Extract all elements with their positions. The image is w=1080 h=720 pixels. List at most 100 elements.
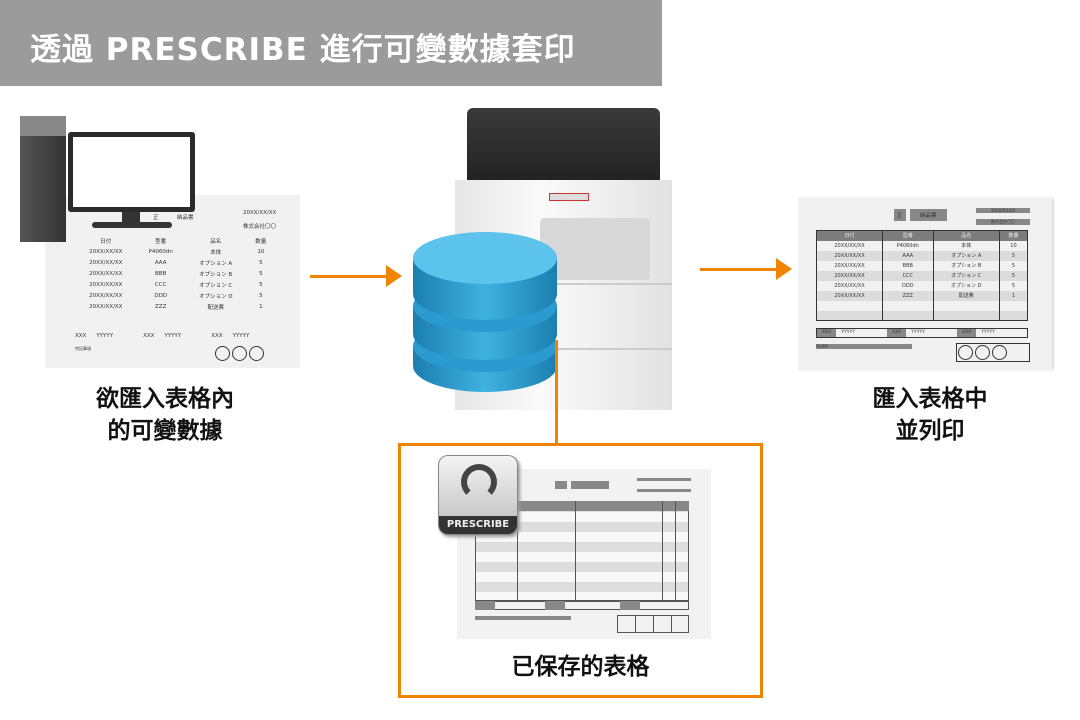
left-caption-line: 欲匯入表格內 bbox=[96, 386, 234, 412]
table-cell: AAA bbox=[154, 259, 167, 266]
table-cell: 20XX/XX/XX bbox=[89, 259, 123, 266]
table-cell: 20XX/XX/XX bbox=[816, 250, 883, 261]
table-cell: 配送費 bbox=[207, 304, 224, 311]
empty-row bbox=[816, 310, 1028, 321]
right-caption-line: 並列印 bbox=[895, 418, 965, 444]
table-cell: オプション B bbox=[932, 260, 1000, 271]
table-cell: 20XX/XX/XX bbox=[816, 280, 883, 291]
table-cell: 5 bbox=[259, 270, 263, 277]
table-cell: 5 bbox=[259, 281, 263, 288]
table-cell: ZZZ bbox=[881, 290, 934, 301]
footer-value: YYYYY bbox=[841, 330, 855, 335]
table-cell: 5 bbox=[998, 270, 1028, 281]
column-header: 型番 bbox=[881, 230, 934, 241]
table-cell: 5 bbox=[998, 260, 1028, 271]
note: 特記事項 bbox=[75, 346, 91, 351]
footer-label: XXX bbox=[143, 333, 155, 339]
table-cell: 配送費 bbox=[932, 290, 1000, 301]
arrow-right-icon bbox=[700, 258, 792, 280]
arrow-right-icon bbox=[310, 265, 402, 287]
right-caption-line: 匯入表格中 bbox=[872, 386, 988, 412]
company: 株式会社〇〇 bbox=[243, 224, 277, 230]
table-cell: BBB bbox=[881, 260, 934, 271]
column-header: 日付 bbox=[816, 230, 883, 241]
table-cell: BBB bbox=[155, 270, 167, 277]
footer-label: XXX bbox=[75, 333, 87, 339]
table-cell: 5 bbox=[998, 250, 1028, 261]
database-icon bbox=[413, 232, 557, 392]
table-cell: 20XX/XX/XX bbox=[89, 303, 123, 310]
date: 20XX/XX/XX bbox=[976, 208, 1030, 213]
table-cell: 10 bbox=[257, 248, 265, 255]
footer-field: XXX YYYYY bbox=[887, 329, 957, 337]
prescribe-logo-icon: PRESCRIBE bbox=[438, 455, 518, 535]
table-cell: DDD bbox=[881, 280, 934, 291]
table-cell: 本体 bbox=[932, 240, 1000, 251]
table-cell: AAA bbox=[881, 250, 934, 261]
stamp-circles bbox=[956, 343, 1030, 362]
right-caption: 匯入表格中並列印 bbox=[825, 383, 1035, 447]
table-cell: 20XX/XX/XX bbox=[89, 281, 123, 288]
table-cell: オプション C bbox=[199, 282, 233, 289]
footer-value: YYYYY bbox=[164, 333, 182, 339]
table-cell: 20XX/XX/XX bbox=[816, 290, 883, 301]
footer-value: YYYYY bbox=[96, 333, 114, 339]
table-cell: オプション C bbox=[932, 270, 1000, 281]
footer-field: XXX YYYYY bbox=[817, 329, 887, 337]
table-cell: 1 bbox=[998, 290, 1028, 301]
table-cell: オプション D bbox=[932, 280, 1000, 291]
title-banner: 透過 PRESCRIBE 進行可變數據套印 bbox=[0, 0, 662, 86]
monitor-stand-icon bbox=[122, 212, 140, 223]
table-cell: 20XX/XX/XX bbox=[816, 270, 883, 281]
table-cell: 20XX/XX/XX bbox=[89, 248, 123, 255]
table-cell: 1 bbox=[259, 303, 263, 310]
left-caption-line: 的可變數據 bbox=[107, 418, 223, 444]
table-cell: 5 bbox=[259, 292, 263, 299]
footer-label: XXX bbox=[211, 333, 223, 339]
date: 20XX/XX/XX bbox=[243, 210, 277, 216]
footer-label: XXX bbox=[957, 329, 977, 337]
stamp-circles bbox=[215, 346, 266, 363]
prescribe-logo-text: PRESCRIBE bbox=[439, 516, 517, 534]
table-cell: 本体 bbox=[210, 249, 222, 256]
monitor-base-icon bbox=[92, 222, 172, 228]
table-cell: 20XX/XX/XX bbox=[89, 270, 123, 277]
footer-value: YYYYY bbox=[911, 330, 925, 335]
column-header: 型番 bbox=[155, 238, 167, 245]
note-bar: 特記事項 bbox=[816, 344, 912, 349]
pc-tower-icon bbox=[20, 116, 66, 242]
footer-label: XXX bbox=[887, 329, 907, 337]
table-cell: オプション D bbox=[198, 293, 233, 300]
connector-line bbox=[555, 340, 558, 444]
column-header: 日付 bbox=[100, 238, 112, 245]
footer-label: XXX bbox=[817, 329, 837, 337]
left-caption: 欲匯入表格內的可變數據 bbox=[60, 383, 270, 447]
table-cell: CCC bbox=[154, 281, 167, 288]
company: 株式会社〇〇 bbox=[976, 219, 1030, 225]
table-cell: 5 bbox=[259, 259, 263, 266]
table-cell: 20XX/XX/XX bbox=[816, 240, 883, 251]
table-row: 20XX/XX/XX CCC オプション C 5 bbox=[75, 279, 275, 290]
table-header-row: 日付型番品名数量 bbox=[816, 230, 1028, 241]
mark: 正 bbox=[894, 209, 906, 221]
column-header: 数量 bbox=[255, 238, 267, 245]
form-template bbox=[457, 469, 711, 639]
table-cell: 20XX/XX/XX bbox=[89, 292, 123, 299]
monitor-icon bbox=[68, 132, 195, 212]
table-cell: 10 bbox=[998, 240, 1028, 251]
